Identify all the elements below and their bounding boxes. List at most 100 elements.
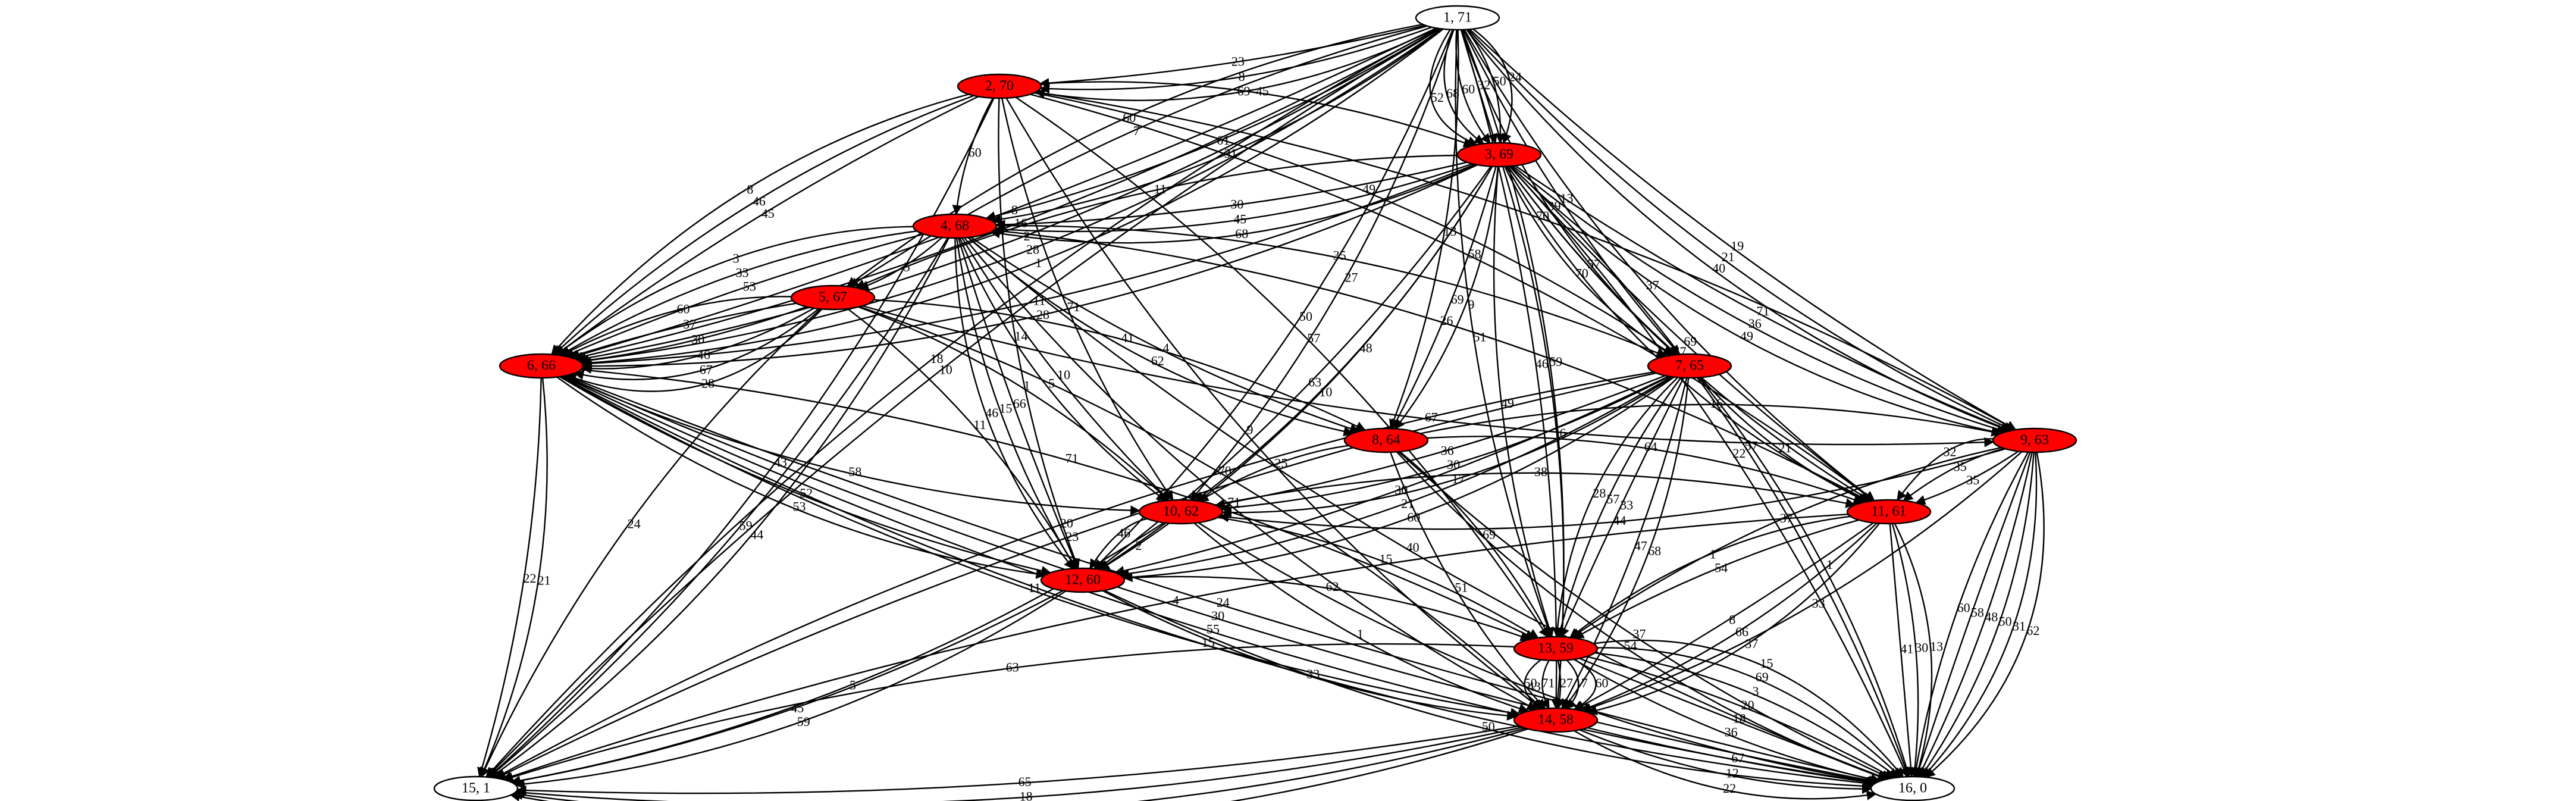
edge-label: 5 (850, 678, 856, 693)
edge-label: 24 (628, 516, 641, 531)
edge-7-to-16 (1698, 377, 1911, 778)
edge-6-to-10 (563, 375, 1140, 516)
edge-label: 15 (1760, 656, 1773, 671)
edge-3-to-9 (1510, 165, 2002, 437)
edge-1-to-6 (579, 28, 1443, 365)
edge-label: 1 (1357, 627, 1364, 642)
edge-label: 69 (1451, 292, 1464, 306)
edge-label: 60 (1596, 675, 1609, 690)
edge-label: 55 (1206, 621, 1220, 636)
edge-1-to-13 (1455, 29, 1553, 638)
edge-14-to-15 (516, 725, 1520, 796)
edge-6-to-15 (477, 377, 542, 778)
edge-11-to-16 (1891, 523, 1920, 778)
edge-9-to-16 (1911, 452, 2029, 778)
edge-13-to-14 (1540, 660, 1550, 709)
edge-13-to-16 (1579, 658, 1889, 781)
edge-6-to-16 (562, 376, 1877, 787)
edge-label: 25 (1274, 455, 1287, 470)
edge-8-to-11 (1427, 436, 1864, 505)
edge-14-to-16 (1574, 730, 1877, 800)
edge-2-to-13 (1015, 96, 1549, 638)
edge-label: 21 (1779, 440, 1792, 455)
edge-13-to-16 (1593, 639, 1904, 778)
edge-label: 60 (1462, 82, 1475, 96)
edge-label: 67 (700, 362, 713, 377)
edge-label: 30 (1211, 608, 1224, 623)
edge-label: 39 (1548, 199, 1561, 214)
edge-4-to-12 (954, 237, 1074, 570)
edge-label: 21 (1722, 249, 1735, 264)
edge-label: 31 (1224, 146, 1237, 161)
edge-13-to-16 (1594, 652, 1899, 778)
edge-label: 59 (1549, 354, 1562, 369)
edge-1-to-3 (1429, 29, 1478, 146)
edge-1-to-2 (1035, 27, 1437, 101)
edge-label: 45 (1233, 212, 1246, 227)
edge-label: 36 (1441, 443, 1454, 458)
edge-10-to-15 (510, 522, 1165, 786)
edge-3-to-4 (995, 161, 1468, 230)
edge-3-to-11 (1509, 165, 1875, 502)
edge-6-to-13 (581, 369, 1535, 639)
edge-7-to-15 (494, 371, 1654, 779)
edge-label: 4 (1173, 593, 1179, 608)
edge-4-to-5 (858, 237, 943, 290)
node-5-ellipse (790, 284, 876, 311)
node-13-label: 13, 59 (1538, 641, 1574, 656)
edge-label: 54 (1715, 561, 1728, 575)
edge-1-to-10 (1190, 29, 1455, 501)
edge-label: 50 (1999, 614, 2012, 629)
edge-4-to-14 (963, 237, 1537, 711)
edge-label: 62 (1151, 353, 1164, 368)
edge-label: 37 (1745, 636, 1758, 651)
edge-4-to-10 (961, 237, 1170, 501)
edge-3-to-7 (1504, 166, 1673, 356)
edge-2-to-10 (1001, 98, 1174, 501)
edge-14-to-15 (510, 728, 1528, 801)
edge-label: 60 (677, 301, 690, 316)
edge-label: 60 (1957, 600, 1970, 615)
edge-label: 21 (1401, 496, 1414, 511)
edge-11-to-16 (1889, 523, 1916, 778)
node-4-label: 4, 68 (941, 218, 969, 234)
edge-7-to-10 (1220, 376, 1670, 513)
edge-label: 9 (1247, 423, 1253, 437)
edge-7-to-11 (1699, 377, 1868, 503)
edge-12-to-13 (1123, 575, 1531, 642)
edge-13-to-14 (1566, 659, 1580, 709)
edge-3-to-6 (582, 164, 1478, 371)
edge-5-to-6 (581, 307, 814, 374)
node-6-label: 6, 66 (527, 358, 556, 374)
edge-4-to-15 (488, 237, 949, 778)
edge-labels-layer: 6982324503260685231617601282168133913192… (524, 54, 2040, 801)
edge-9-to-14 (1581, 451, 2023, 713)
node-4: 4, 68 (912, 213, 998, 239)
edge-label: 63 (1006, 660, 1019, 675)
node-12: 12, 60 (1040, 567, 1126, 593)
edge-1-to-15 (486, 27, 1440, 778)
edge-9-to-16 (1914, 452, 2031, 778)
edge-label: 24 (1509, 69, 1522, 84)
edge-label: 41 (1900, 642, 1913, 656)
node-11: 11, 61 (1846, 499, 1932, 525)
edge-3-to-8 (1394, 166, 1499, 430)
edge-label: 28 (701, 376, 714, 391)
edge-label: 59 (797, 714, 810, 729)
edge-label: 28 (1026, 242, 1039, 257)
edge-label: 1 (1024, 378, 1030, 393)
edge-label: 40 (1406, 540, 1419, 555)
edge-4-to-6 (563, 233, 925, 358)
edge-label: 52 (800, 486, 813, 500)
edge-label: 14 (1015, 328, 1028, 343)
edge-3-to-5 (855, 154, 1458, 289)
edge-label: 30 (1394, 483, 1408, 498)
edge-label: 8 (1239, 69, 1245, 84)
edge-label: 30 (1915, 640, 1928, 655)
edge-label: 30 (1447, 457, 1460, 472)
edge-label: 50 (1493, 73, 1506, 88)
edge-3-to-16 (1509, 165, 1909, 778)
edge-1-to-9 (1469, 29, 2017, 431)
edge-label: 26 (1440, 313, 1453, 328)
